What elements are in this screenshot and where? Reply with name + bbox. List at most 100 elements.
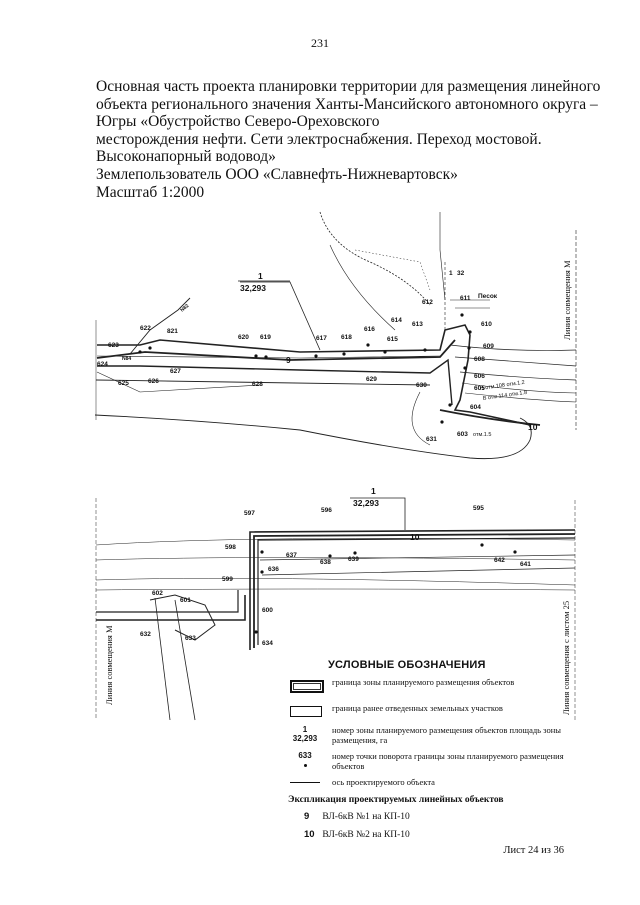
explication-text: ВЛ-6кВ №1 на КП-10 bbox=[322, 812, 410, 822]
point-label-622: 622 bbox=[140, 325, 151, 332]
point-label-608: 608 bbox=[474, 356, 485, 363]
point-604 bbox=[448, 403, 452, 407]
fraction-top: 1 bbox=[302, 725, 308, 734]
explication-num: 9 bbox=[304, 811, 310, 822]
sheet-footer: Лист 24 из 36 bbox=[503, 845, 564, 856]
point-label-614: 614 bbox=[391, 317, 402, 324]
explication-row-10: 10 ВЛ-6кВ №2 на КП-10 bbox=[304, 829, 410, 840]
point-label-609: 609 bbox=[483, 343, 494, 350]
point-label-626: 626 bbox=[148, 378, 159, 385]
point-label-598: 598 bbox=[225, 544, 236, 551]
terrain-edge-1 bbox=[319, 211, 431, 306]
point-619 bbox=[264, 355, 268, 359]
legend-text: ось проектируемого объекта bbox=[332, 777, 435, 787]
point-label-604: 604 bbox=[470, 404, 481, 411]
point-label-633: 633 bbox=[185, 635, 196, 642]
axis-9 bbox=[96, 339, 456, 361]
zone-boundary-bottom bbox=[97, 358, 453, 406]
page-number: 231 bbox=[311, 36, 329, 50]
point-638 bbox=[328, 554, 332, 558]
axis-10 bbox=[439, 409, 541, 426]
terrain-b2 bbox=[95, 557, 576, 561]
point-636 bbox=[260, 570, 264, 574]
point-label-603: 603 bbox=[457, 431, 468, 438]
bottom-map-labels: 1 32,293 10 597 596 595 598 637 638 639 … bbox=[104, 486, 571, 715]
title-line-7: Масштаб 1:2000 bbox=[96, 183, 205, 201]
top-right-mark-2: 32 bbox=[457, 270, 465, 277]
ref-note-84: N84 bbox=[122, 356, 131, 362]
zone-b-left bbox=[96, 595, 246, 621]
point-label-625: 625 bbox=[118, 380, 129, 387]
point-616 bbox=[366, 343, 370, 347]
zone-label-num-bottom: 1 bbox=[371, 486, 376, 496]
side-label-bottom-left: Линия совмещения М bbox=[104, 625, 114, 705]
axis-10-label-bottom: 10 bbox=[410, 532, 420, 542]
point-label-631: 631 bbox=[426, 436, 437, 443]
sand-label: Песок bbox=[478, 293, 498, 300]
terrain-b3 bbox=[95, 578, 576, 586]
top-map-points bbox=[138, 313, 472, 424]
bottom-map bbox=[95, 497, 576, 721]
water-line-1 bbox=[449, 344, 577, 351]
lower-boundary bbox=[95, 379, 431, 386]
point-dot-icon bbox=[303, 764, 307, 767]
legend-text: номер зоны планируемого размещения объек… bbox=[332, 725, 561, 745]
diag-1 bbox=[154, 597, 171, 721]
document-title: Основная часть проекта планировки террит… bbox=[96, 78, 616, 201]
water-line-5 bbox=[464, 392, 577, 403]
point-631 bbox=[440, 420, 444, 424]
zone-label-area-top: 32,293 bbox=[240, 283, 266, 293]
point-label-618: 618 bbox=[341, 334, 352, 341]
title-line-4: месторождения нефти. Сети электроснабжен… bbox=[96, 130, 542, 148]
explication-row-9: 9 ВЛ-6кВ №1 на КП-10 bbox=[304, 811, 410, 822]
fraction-bottom: 32,293 bbox=[292, 734, 318, 743]
legend-text: граница ранее отведенных земельных участ… bbox=[332, 703, 503, 713]
title-line-3: Югры «Обустройство Северо-Ореховского bbox=[96, 113, 380, 131]
point-label-611: 611 bbox=[460, 295, 471, 302]
terrain-b4 bbox=[95, 588, 576, 591]
top-map bbox=[94, 211, 577, 460]
point-label-610: 610 bbox=[481, 321, 492, 328]
point-label-596a: 596 bbox=[321, 507, 332, 514]
axis-10-bottom bbox=[253, 533, 576, 648]
point-639 bbox=[353, 551, 357, 555]
zone-leader bbox=[240, 281, 321, 351]
point-615 bbox=[383, 350, 387, 354]
point-label-642: 642 bbox=[494, 557, 505, 564]
point-label-601: 601 bbox=[180, 597, 191, 604]
sand-marks bbox=[450, 299, 490, 309]
point-595 bbox=[480, 543, 484, 547]
title-line-2: объекта регионального значения Ханты-Ман… bbox=[96, 95, 598, 113]
legend-text: граница зоны планируемого размещения объ… bbox=[332, 677, 515, 687]
mark-note: отм.1.5 bbox=[473, 432, 491, 438]
point-label-637: 637 bbox=[286, 552, 297, 559]
point-label-616: 616 bbox=[364, 326, 375, 333]
point-label-634: 634 bbox=[262, 640, 273, 647]
point-label-606: 606 bbox=[474, 373, 485, 380]
point-label-636: 636 bbox=[268, 566, 279, 573]
point-label-639: 639 bbox=[348, 556, 359, 563]
legend-symbol-point: 633 bbox=[288, 751, 322, 769]
point-623 bbox=[138, 350, 142, 354]
point-637 bbox=[260, 550, 264, 554]
point-620 bbox=[254, 354, 258, 358]
point-610 bbox=[468, 330, 472, 334]
point-label-628: 628 bbox=[252, 381, 263, 388]
branch-line bbox=[129, 297, 191, 355]
side-label-bottom-right: Линия совмещения с листом 25 bbox=[561, 601, 571, 715]
point-label-613: 613 bbox=[412, 321, 423, 328]
legend-title: УСЛОВНЫЕ ОБОЗНАЧЕНИЯ bbox=[328, 659, 486, 671]
road-line bbox=[96, 355, 441, 359]
title-line-1: Основная часть проекта планировки террит… bbox=[96, 78, 601, 95]
point-label-599: 599 bbox=[222, 576, 233, 583]
zone-b-inner bbox=[257, 537, 576, 645]
point-label-605: 605 bbox=[474, 385, 485, 392]
point-label-627: 627 bbox=[170, 368, 181, 375]
top-right-mark-1: 1 bbox=[449, 270, 453, 277]
diag-poly bbox=[149, 594, 216, 641]
point-609 bbox=[467, 346, 471, 350]
title-line-5: Высоконапорный водовод» bbox=[96, 148, 276, 166]
point-622 bbox=[148, 346, 152, 350]
zone-leader-b bbox=[350, 497, 406, 530]
